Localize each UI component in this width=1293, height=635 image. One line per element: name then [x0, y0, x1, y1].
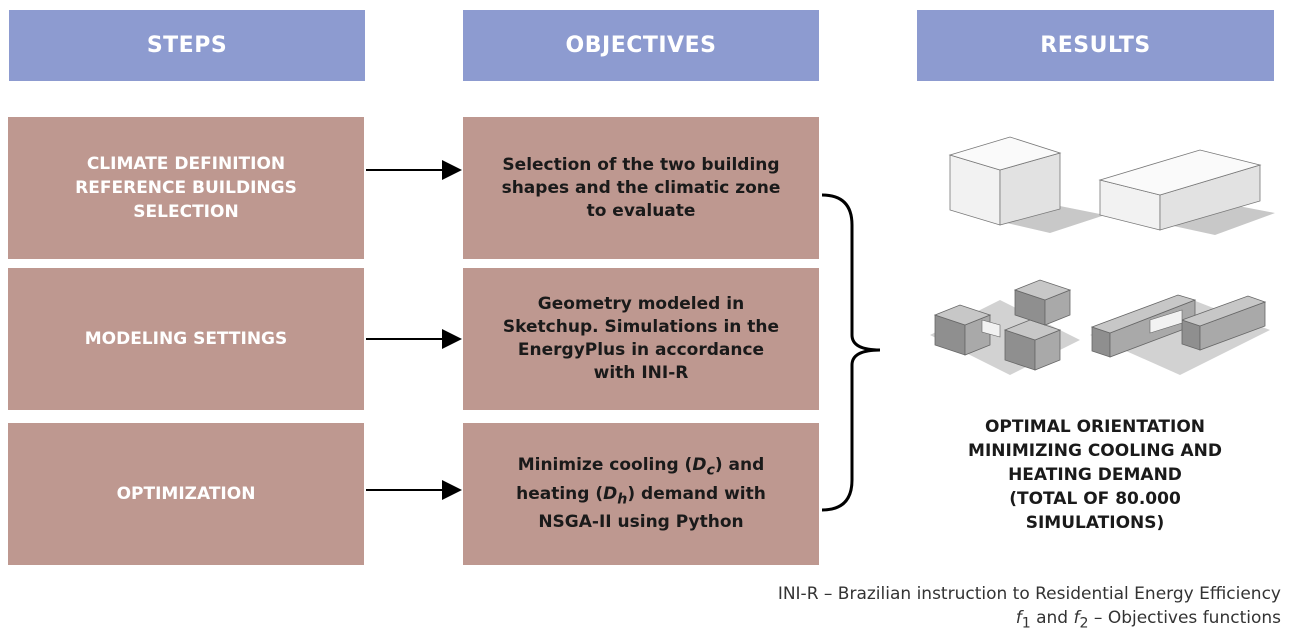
step-climate-definition: CLIMATE DEFINITION REFERENCE BUILDINGS S…: [8, 117, 364, 259]
step-line: CLIMATE DEFINITION: [86, 154, 286, 174]
row-block: [1090, 294, 1197, 334]
center-building: [981, 319, 1001, 338]
cluster-block: [1013, 279, 1072, 301]
objective-line: Geometry modeled in: [537, 294, 745, 314]
building-roof: [1098, 149, 1262, 196]
cluster-block: [1003, 319, 1062, 341]
result-line: SIMULATIONS): [1025, 513, 1165, 533]
center-building: [1149, 309, 1183, 334]
result-text: OPTIMAL ORIENTATION MINIMIZING COOLING A…: [930, 415, 1260, 535]
step-optimization: OPTIMIZATION: [8, 423, 364, 565]
row-block: [1180, 295, 1267, 327]
header-results: RESULTS: [917, 10, 1274, 81]
result-line: OPTIMAL ORIENTATION: [984, 417, 1206, 437]
objective-line: Selection of the two building: [502, 154, 780, 175]
building-roof: [948, 136, 1062, 171]
objective-line: to evaluate: [586, 200, 696, 221]
header-steps: STEPS: [9, 10, 365, 81]
objective-line: NSGA-II using Python: [538, 511, 744, 532]
footnote-objective-functions: f1 and f2 – Objectives functions: [1015, 608, 1281, 632]
footnote-ini-r: INI-R – Brazilian instruction to Residen…: [777, 584, 1281, 604]
step-line: OPTIMIZATION: [116, 484, 256, 504]
objective-line: Minimize cooling (Dc) and: [517, 455, 765, 479]
objective-line: heating (Dh) demand with: [516, 483, 766, 507]
objective-selection: Selection of the two building shapes and…: [463, 117, 819, 259]
step-line: MODELING SETTINGS: [84, 329, 288, 349]
objective-line: with INI-R: [593, 363, 689, 383]
buildings-illustration-bottom: [930, 279, 1270, 375]
header-objectives: OBJECTIVES: [463, 10, 819, 81]
cluster-block: [933, 304, 992, 326]
step-line: REFERENCE BUILDINGS: [75, 178, 297, 198]
bracket: [821, 193, 881, 512]
buildings-illustration-top: [948, 136, 1275, 235]
objective-line: Sketchup. Simulations in the: [502, 317, 780, 337]
step-line: SELECTION: [133, 202, 239, 222]
result-line: (TOTAL OF 80.000: [1009, 489, 1181, 509]
objective-line: shapes and the climatic zone: [501, 177, 781, 198]
objective-geometry-modeling: Geometry modeled in Sketchup. Simulation…: [463, 268, 819, 410]
objective-line: EnergyPlus in accordance: [517, 340, 765, 360]
result-line: MINIMIZING COOLING AND: [968, 441, 1222, 461]
result-line: HEATING DEMAND: [1008, 465, 1182, 485]
objective-minimize-demand: Minimize cooling (Dc) and heating (Dh) d…: [463, 423, 819, 565]
step-modeling-settings: MODELING SETTINGS: [8, 268, 364, 410]
